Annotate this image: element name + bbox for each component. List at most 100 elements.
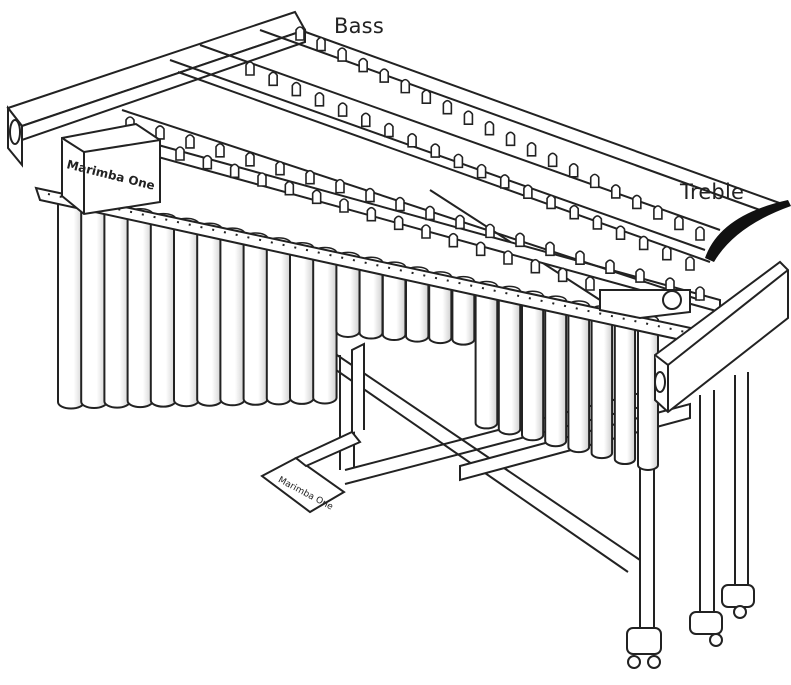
bar-post (547, 152, 558, 168)
caster-wheels (626, 584, 755, 669)
bar-post (569, 204, 580, 220)
bar-post (674, 215, 684, 231)
bar-post (358, 57, 368, 73)
bar-post (245, 152, 255, 167)
bar-post (365, 187, 375, 203)
bar-post (665, 277, 675, 292)
bar-post (526, 142, 537, 157)
bar-post (545, 241, 555, 257)
end-block: Marimba One (61, 122, 161, 216)
resonator-tube (242, 237, 269, 406)
bar-post (605, 259, 615, 274)
damper-hardware (599, 289, 691, 320)
bar-post (268, 71, 278, 87)
resonator-tube (196, 227, 223, 407)
bar-post (379, 68, 390, 83)
bar-post (455, 214, 465, 230)
bar-post (505, 131, 516, 147)
bar-post (360, 112, 371, 128)
bar-post (638, 235, 649, 251)
resonator-tube (126, 213, 154, 409)
bar-post (311, 189, 322, 205)
bar-post (585, 276, 595, 291)
bass-end-panel (9, 119, 21, 145)
bar-post (685, 256, 695, 271)
bass-label: Bass (334, 14, 384, 38)
resonator-tube (567, 304, 591, 454)
resonator-tube (149, 218, 177, 408)
bar-post (366, 206, 377, 222)
bar-post (442, 99, 453, 115)
bar-post (245, 61, 255, 76)
bar-post (695, 226, 705, 241)
bar-post (653, 205, 663, 220)
resonator-tube (219, 232, 246, 407)
bar-post (215, 143, 225, 158)
bar-post (175, 146, 185, 161)
bar-post (503, 250, 513, 265)
bar-post (592, 215, 603, 230)
resonator-tube (173, 223, 200, 408)
bar-posts (125, 26, 705, 301)
bar-post (202, 154, 213, 170)
resonator-tube (637, 319, 659, 471)
bar-post (337, 102, 348, 117)
bar-post (284, 180, 295, 196)
bar-post (291, 81, 302, 97)
bar-post (484, 120, 495, 136)
bar-post (615, 225, 626, 241)
bar-post (155, 125, 165, 140)
bar-post (316, 36, 326, 52)
resonator-tube (103, 208, 131, 409)
bar-post (185, 134, 195, 149)
top-frame (6, 10, 786, 314)
resonator-tube (590, 309, 614, 460)
treble-label: Treble (680, 180, 745, 204)
resonator-tube (265, 242, 292, 406)
bar-post (485, 223, 495, 239)
bar-post (475, 241, 486, 257)
bar-post (546, 194, 556, 210)
resonator-tube (80, 203, 108, 410)
bar-post (523, 184, 533, 199)
resonator-tube (289, 247, 315, 405)
bar-post (499, 174, 510, 189)
bar-post (295, 26, 305, 41)
bar-post (448, 232, 459, 248)
bar-post (425, 205, 435, 221)
bar-post (337, 47, 347, 62)
treble-end-panel (654, 260, 789, 414)
treble-pointer-arrow (705, 200, 791, 262)
resonator-tube (451, 280, 476, 346)
bar-post (257, 172, 267, 187)
bar-post (632, 194, 642, 210)
bar-post (453, 153, 464, 169)
resonator-tube (497, 290, 522, 436)
resonator-tube (613, 314, 637, 466)
bar-post (610, 184, 621, 199)
resonator-tube (474, 285, 499, 430)
bar-post (635, 268, 645, 283)
bar-post (695, 286, 705, 301)
resonator-tube (544, 299, 568, 448)
bar-post (393, 215, 404, 231)
damper-pedal: Marimba One (260, 342, 365, 514)
bar-post (229, 163, 240, 179)
bar-post (314, 92, 325, 107)
bar-post (557, 267, 568, 283)
resonator-tube (312, 251, 338, 405)
bar-post (421, 224, 431, 239)
bar-post (400, 78, 411, 94)
resonator-tube (57, 199, 85, 410)
bar-post (305, 169, 315, 185)
bar-post (476, 163, 487, 179)
bar-post (275, 160, 285, 176)
bar-post (662, 245, 672, 261)
bar-post (384, 122, 394, 138)
bar-post (463, 110, 474, 126)
bar-post (335, 178, 345, 194)
bar-post (589, 173, 600, 189)
bar-post (430, 143, 441, 158)
